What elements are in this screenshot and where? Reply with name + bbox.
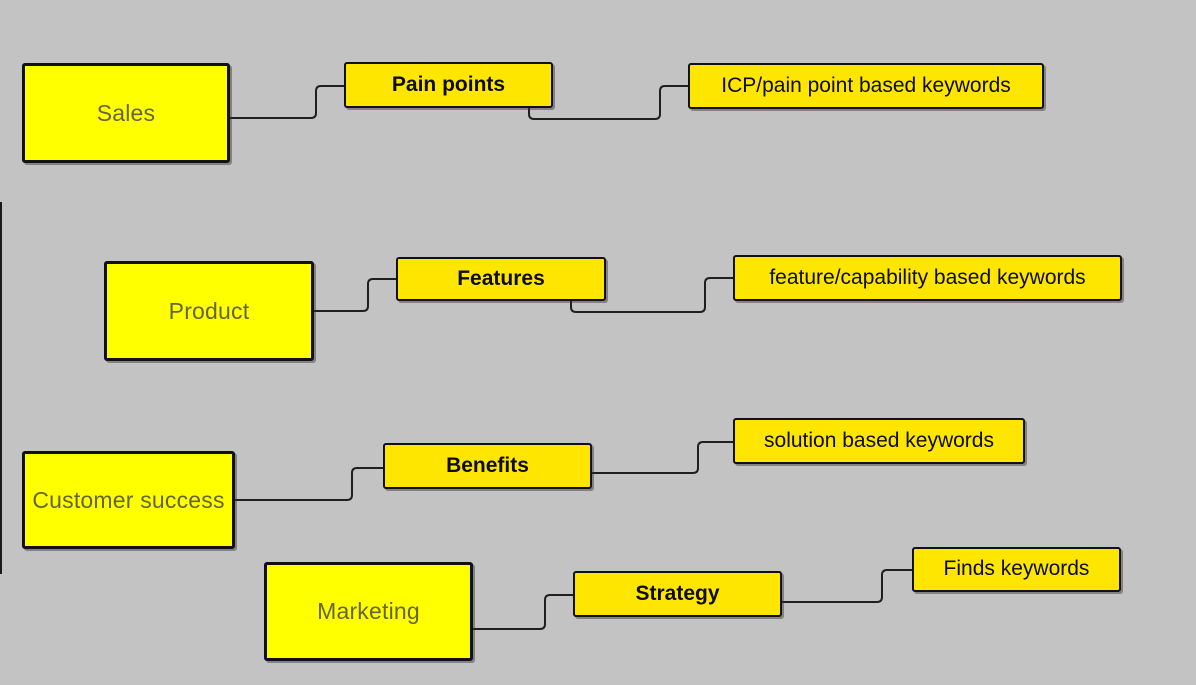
node-sales-label: Sales: [96, 99, 156, 126]
connector-customersuccess-benefits[interactable]: [234, 467, 384, 501]
node-icp-pain-point-keywords-label: ICP/pain point based keywords: [721, 73, 1011, 97]
node-benefits-label: Benefits: [446, 453, 529, 477]
node-customer-success-label: Customer success: [32, 486, 225, 513]
canvas-edge-line: [0, 202, 2, 574]
node-solution-keywords-label: solution based keywords: [764, 428, 994, 452]
connector-sales-painpoints[interactable]: [229, 85, 345, 119]
node-pain-points-label: Pain points: [391, 72, 506, 96]
node-sales[interactable]: Sales: [22, 63, 230, 163]
node-feature-capability-keywords-label: feature/capability based keywords: [769, 265, 1086, 289]
node-strategy[interactable]: Strategy: [573, 571, 782, 617]
node-solution-keywords[interactable]: solution based keywords: [733, 418, 1025, 464]
connector-product-features[interactable]: [313, 278, 397, 312]
connector-strategy-findskeywords[interactable]: [781, 569, 913, 603]
node-pain-points[interactable]: Pain points: [344, 62, 553, 108]
node-product[interactable]: Product: [104, 261, 314, 361]
connector-benefits-solutionkeywords[interactable]: [591, 441, 734, 474]
node-features[interactable]: Features: [396, 257, 606, 301]
node-feature-capability-keywords[interactable]: feature/capability based keywords: [733, 255, 1122, 301]
node-finds-keywords[interactable]: Finds keywords: [912, 547, 1121, 592]
node-product-label: Product: [168, 297, 250, 324]
node-marketing[interactable]: Marketing: [264, 562, 473, 661]
node-marketing-label: Marketing: [317, 598, 420, 625]
connector-marketing-strategy[interactable]: [472, 594, 574, 630]
node-benefits[interactable]: Benefits: [383, 443, 592, 489]
node-strategy-label: Strategy: [635, 581, 720, 605]
node-finds-keywords-label: Finds keywords: [943, 557, 1090, 581]
node-features-label: Features: [457, 266, 545, 290]
node-icp-pain-point-keywords[interactable]: ICP/pain point based keywords: [688, 63, 1044, 109]
node-customer-success[interactable]: Customer success: [22, 451, 235, 549]
